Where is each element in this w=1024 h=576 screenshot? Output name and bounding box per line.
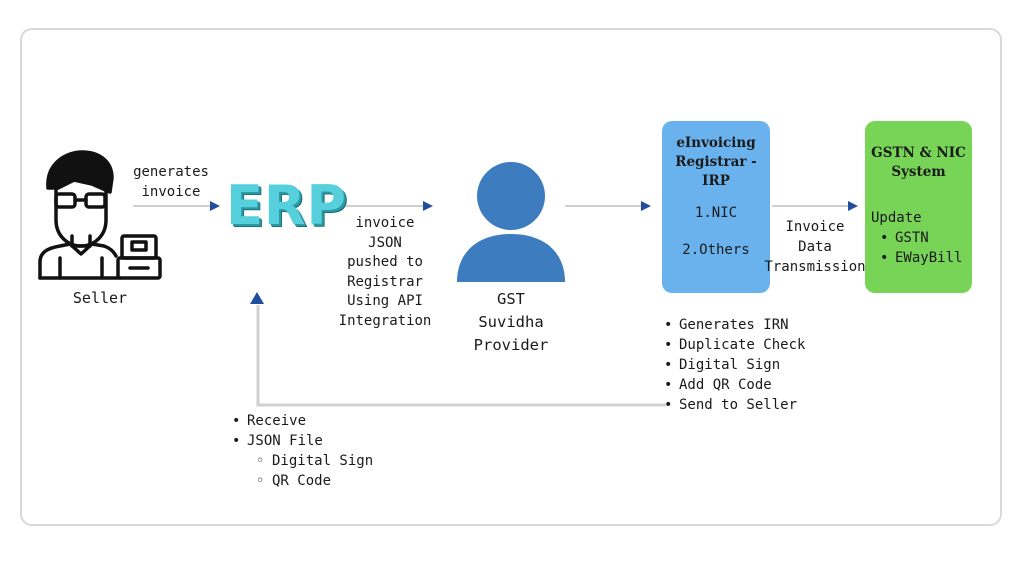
transmission-line-1: Invoice — [785, 219, 845, 235]
arrowhead-to-gstn — [848, 201, 858, 211]
receives-item: JSON File — [232, 431, 373, 451]
erp-logo: ERP — [226, 174, 348, 237]
push-line-6: Integration — [338, 312, 432, 329]
receives-sub-item: Digital Sign — [232, 451, 373, 471]
push-line-1: invoice — [355, 215, 415, 231]
irp-title-line-3: IRP — [702, 173, 730, 189]
irp-box: eInvoicing Registrar - IRP 1.NIC 2.Other… — [662, 121, 770, 293]
push-json-label: invoice JSON pushed to Registrar Using A… — [330, 214, 440, 331]
arrowhead-to-erp — [210, 201, 220, 211]
gsp-line-1: GST — [497, 290, 525, 308]
gsp-label: GST Suvidha Provider — [455, 288, 567, 357]
receives-sub-item: QR Code — [232, 471, 373, 491]
arrowhead-to-irp — [641, 201, 651, 211]
gstn-update-item: GSTN — [880, 228, 962, 248]
arrowhead-return-to-erp — [250, 292, 264, 304]
gstn-title: GSTN & NIC System — [865, 144, 972, 182]
gstn-update-item: EWayBill — [880, 248, 962, 268]
generates-line-2: invoice — [141, 184, 201, 200]
irp-action-item: Send to Seller — [664, 395, 805, 415]
irp-item-nic: 1.NIC — [694, 205, 738, 221]
irp-actions-list: Generates IRN Duplicate Check Digital Si… — [664, 315, 805, 415]
transmission-label: Invoice Data Transmission — [760, 217, 870, 277]
gstn-title-line-1: GSTN & NIC — [871, 145, 966, 161]
gstn-update-list: GSTN EWayBill — [880, 228, 962, 268]
irp-title-line-1: eInvoicing — [676, 135, 756, 151]
irp-title: eInvoicing Registrar - IRP — [662, 134, 770, 191]
irp-action-item: Generates IRN — [664, 315, 805, 335]
irp-item-others: 2.Others — [682, 242, 750, 258]
push-line-4: Registrar — [347, 273, 423, 290]
receives-item: Receive — [232, 411, 373, 431]
gsp-line-3: Provider — [473, 336, 549, 354]
gstn-title-line-2: System — [891, 164, 946, 180]
irp-action-item: Duplicate Check — [664, 335, 805, 355]
irp-action-item: Add QR Code — [664, 375, 805, 395]
seller-receives-list: Receive JSON File Digital Sign QR Code — [232, 411, 373, 491]
gsp-line-2: Suvidha — [478, 313, 544, 331]
irp-action-item: Digital Sign — [664, 355, 805, 375]
person-icon — [457, 162, 565, 282]
transmission-line-3: Transmission — [764, 259, 866, 275]
generates-invoice-label: generates invoice — [128, 162, 214, 202]
seller-label: Seller — [72, 289, 128, 307]
return-path-to-erp — [256, 305, 666, 407]
push-line-3: pushed to — [347, 254, 423, 270]
gstn-update-label: Update — [871, 210, 922, 226]
generates-line-1: generates — [133, 164, 209, 180]
seller-with-cash-register-icon — [38, 150, 162, 280]
push-line-5: Using API — [347, 293, 423, 309]
arrowhead-to-gsp — [423, 201, 433, 211]
push-line-2: JSON — [368, 234, 402, 251]
transmission-line-2: Data — [798, 239, 832, 255]
irp-title-line-2: Registrar - — [675, 154, 757, 170]
gstn-box: GSTN & NIC System Update GSTN EWayBill — [865, 121, 972, 293]
